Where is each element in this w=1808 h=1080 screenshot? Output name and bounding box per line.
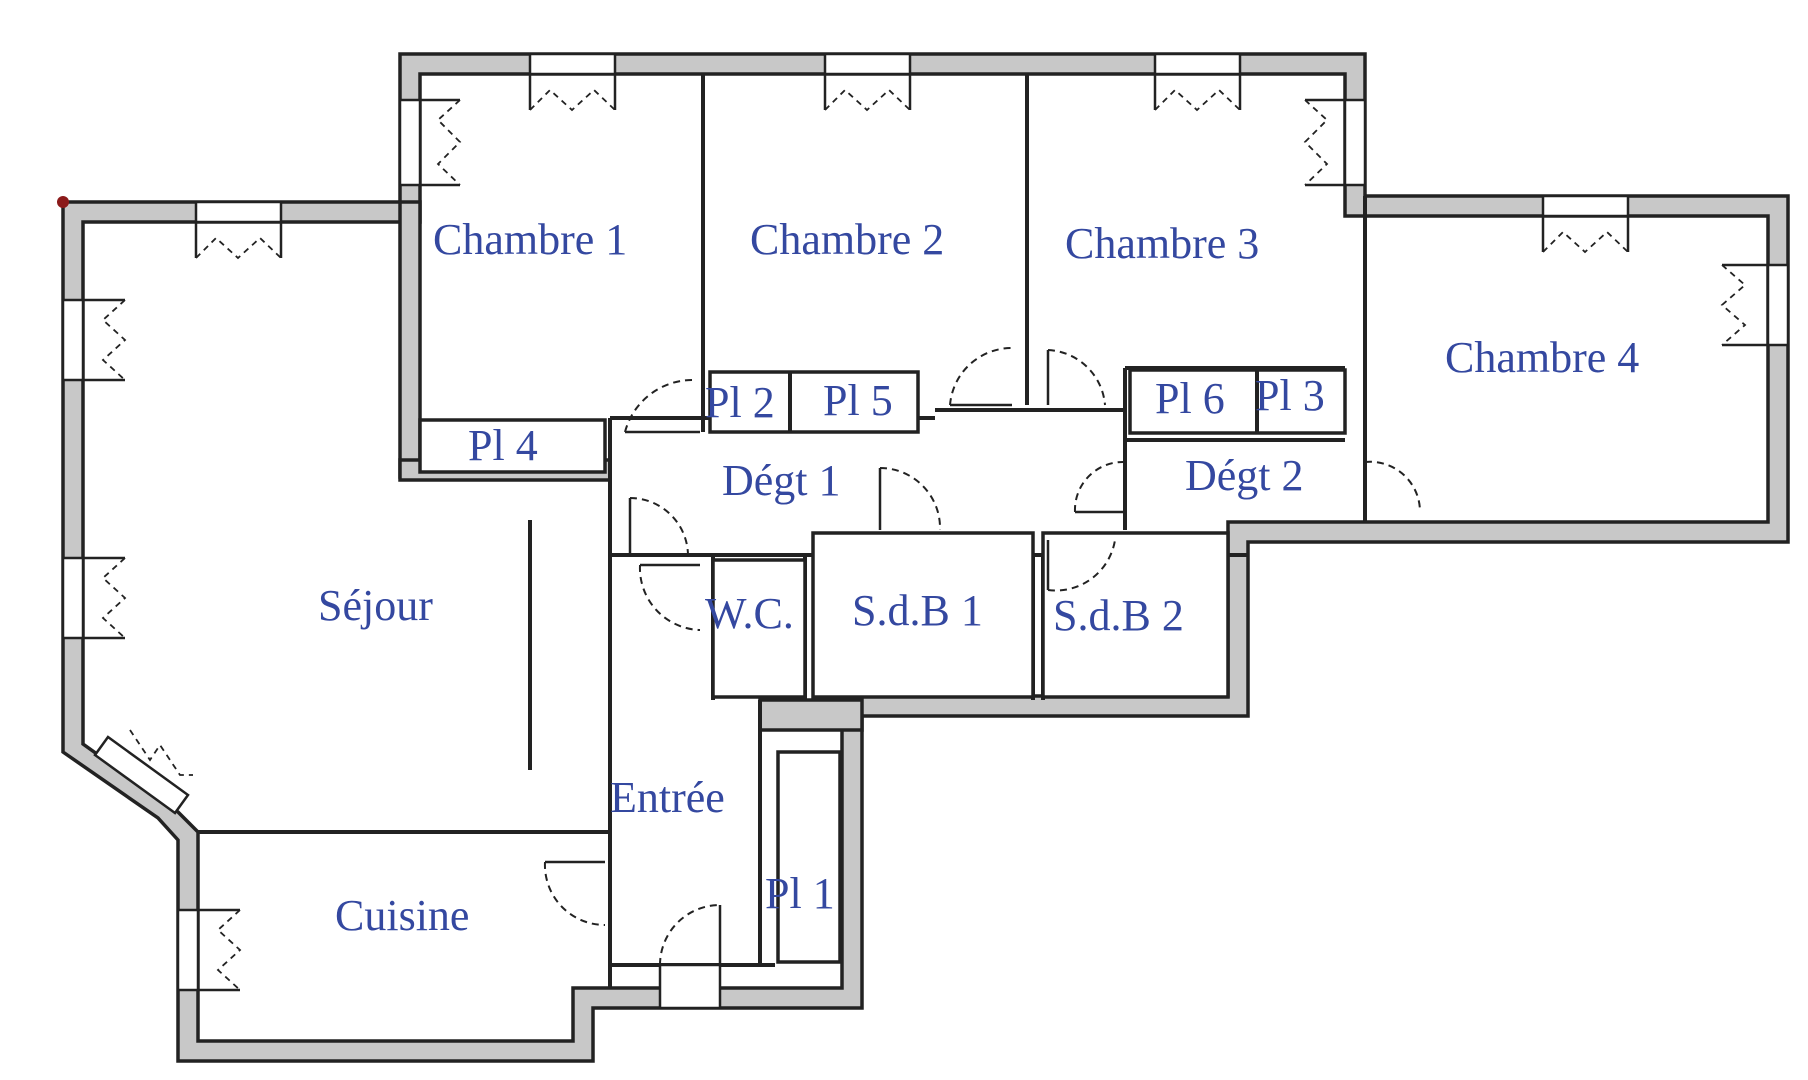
corner-marker	[57, 196, 69, 208]
label-pl-3: Pl 3	[1255, 371, 1325, 420]
sdb1-box	[811, 531, 1035, 699]
label-pl-1: Pl 1	[765, 869, 835, 918]
doors	[543, 346, 1422, 966]
wall-block-entree	[758, 698, 864, 732]
room-labels: Chambre 1 Chambre 2 Chambre 3 Chambre 4 …	[318, 215, 1639, 940]
label-sdb-1: S.d.B 1	[852, 586, 983, 635]
label-sdb-2: S.d.B 2	[1053, 591, 1184, 640]
label-wc: W.C.	[705, 589, 794, 638]
label-sejour: Séjour	[318, 581, 433, 630]
label-pl-4: Pl 4	[468, 421, 538, 470]
label-degt-1: Dégt 1	[722, 456, 841, 505]
label-pl-6: Pl 6	[1155, 374, 1225, 423]
closet-pl1-box	[776, 750, 842, 964]
label-pl-5: Pl 5	[823, 376, 893, 425]
closet-pl6-pl3-box	[1128, 368, 1347, 435]
label-pl-2: Pl 2	[705, 378, 775, 427]
label-entree: Entrée	[610, 773, 725, 822]
sdb2-box	[1041, 531, 1230, 699]
label-chambre-3: Chambre 3	[1065, 219, 1259, 268]
label-chambre-2: Chambre 2	[750, 215, 944, 264]
label-degt-2: Dégt 2	[1185, 451, 1304, 500]
windows	[61, 52, 1790, 1010]
wc-box	[711, 558, 807, 699]
label-cuisine: Cuisine	[335, 891, 469, 940]
label-chambre-1: Chambre 1	[433, 215, 627, 264]
closet-pl4-box	[418, 418, 607, 474]
label-chambre-4: Chambre 4	[1445, 333, 1639, 382]
wall-block-bedrooms	[398, 200, 422, 479]
closet-pl2-pl5-box	[708, 370, 920, 434]
